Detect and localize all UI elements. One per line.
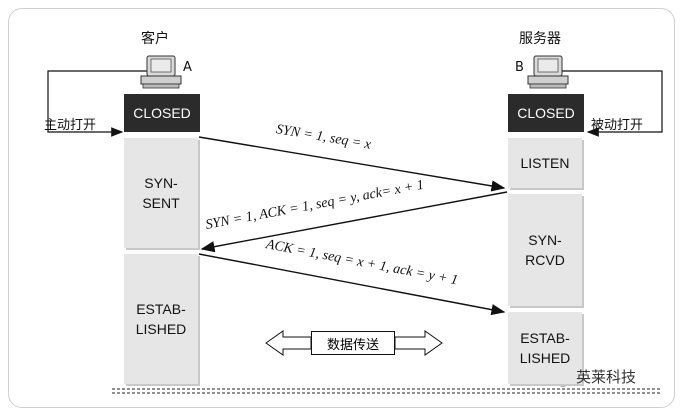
arrow-syn [198, 136, 506, 192]
server-computer-icon [527, 55, 569, 89]
arrow-ack [198, 253, 506, 316]
client-loop-line [47, 70, 150, 137]
client-state-syn-sent: SYN- SENT [124, 138, 198, 248]
client-state-established: ESTAB- LISHED [124, 254, 198, 384]
active-open-label: 主动打开 [44, 118, 97, 133]
diagram-frame [8, 8, 675, 408]
server-loop-line [560, 70, 663, 137]
server-state-listen: LISTEN [508, 138, 582, 188]
server-state-established: ESTAB- LISHED [508, 312, 582, 384]
watermark: 英莱科技 [548, 366, 636, 387]
client-title: 客户 [141, 31, 169, 47]
server-state-syn-rcvd: SYN- RCVD [508, 194, 582, 306]
data-transfer-arrow [265, 330, 443, 356]
server-letter: B [515, 60, 524, 75]
client-computer-icon [140, 55, 182, 89]
watermark-text: 英莱科技 [576, 368, 637, 386]
server-title: 服务器 [519, 31, 561, 47]
data-transfer-label: 数据传送 [311, 331, 395, 355]
client-state-closed: CLOSED [124, 94, 200, 132]
client-letter: A [183, 60, 192, 75]
arrow-syn-ack [200, 191, 508, 253]
server-state-closed: CLOSED [508, 94, 584, 132]
passive-open-label: 被动打开 [591, 118, 644, 133]
